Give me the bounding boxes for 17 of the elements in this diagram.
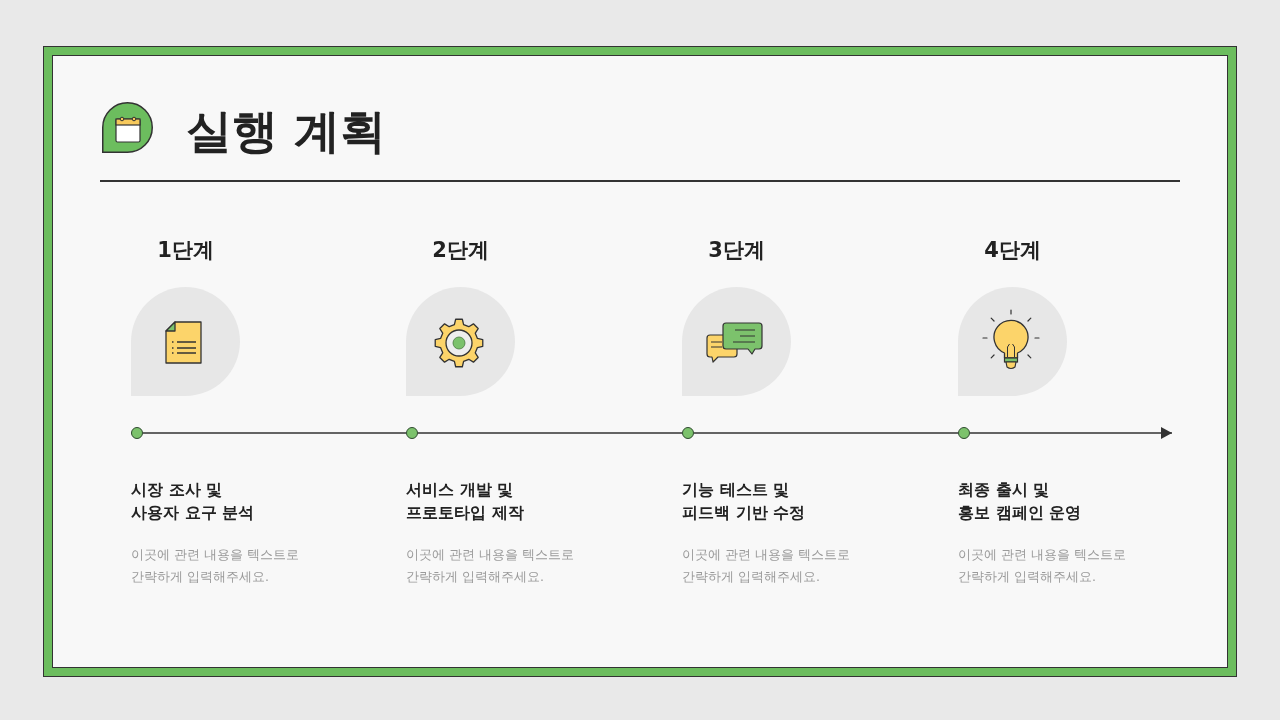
step-description: 이곳에 관련 내용을 텍스트로 간략하게 입력해주세요. — [406, 546, 574, 586]
step-label: 1단계 — [156, 237, 215, 264]
step-description: 이곳에 관련 내용을 텍스트로 간략하게 입력해주세요. — [131, 546, 299, 586]
title: 실행 계획 — [186, 105, 386, 157]
timeline-line — [693, 432, 959, 434]
step-heading: 최종 출시 및 홍보 캠페인 운영 — [958, 479, 1082, 524]
step-label: 3단계 — [707, 237, 766, 264]
step-label: 4단계 — [983, 237, 1042, 264]
step-heading: 서비스 개발 및 프로토타입 제작 — [406, 479, 524, 524]
step-heading: 시장 조사 및 사용자 요구 분석 — [131, 479, 255, 524]
step-label: 2단계 — [431, 237, 490, 264]
timeline-line — [417, 432, 683, 434]
step-heading: 기능 테스트 및 피드백 기반 수정 — [682, 479, 806, 524]
step-description: 이곳에 관련 내용을 텍스트로 간략하게 입력해주세요. — [682, 546, 850, 586]
timeline-arrow — [969, 427, 1173, 439]
timeline-line — [142, 432, 407, 434]
step-description: 이곳에 관련 내용을 텍스트로 간략하게 입력해주세요. — [958, 546, 1126, 586]
